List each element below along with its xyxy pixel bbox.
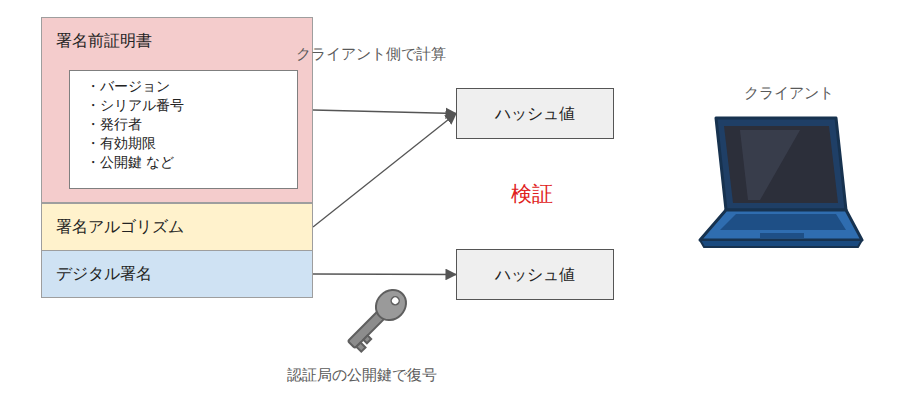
laptop-illustration <box>700 118 862 247</box>
hash-box: ハッシュ値 <box>456 249 614 300</box>
field-item: ・バージョン <box>86 77 297 96</box>
field-list-box: ・バージョン・シリアル番号・発行者・有効期限・公開鍵 など <box>69 70 298 189</box>
box-label: ハッシュ値 <box>495 103 575 125</box>
note-label: クライアント <box>744 84 834 103</box>
arrow-connector <box>313 273 456 275</box>
hash-box: ハッシュ値 <box>456 88 614 139</box>
field-item: ・公開鍵 など <box>86 153 297 172</box>
box-label: デジタル署名 <box>56 263 298 285</box>
note-label: 認証局の公開鍵で復号 <box>287 366 437 385</box>
box-label: ハッシュ値 <box>495 264 575 286</box>
note-label: クライアント側で計算 <box>296 45 446 64</box>
arrow-connector <box>313 110 456 114</box>
field-item: ・有効期限 <box>86 134 297 153</box>
field-item: ・発行者 <box>86 115 297 134</box>
key-illustration <box>341 284 412 355</box>
box-label: 署名アルゴリズム <box>56 216 298 238</box>
certificate-section: 署名前証明書・バージョン・シリアル番号・発行者・有効期限・公開鍵 など <box>41 17 313 203</box>
field-item: ・シリアル番号 <box>86 96 297 115</box>
certificate-section: デジタル署名 <box>41 250 313 298</box>
box-label: 署名前証明書 <box>56 30 298 52</box>
arrow-connector <box>313 114 456 228</box>
certificate-section: 署名アルゴリズム <box>41 203 313 251</box>
verify-label: 検証 <box>511 180 553 208</box>
